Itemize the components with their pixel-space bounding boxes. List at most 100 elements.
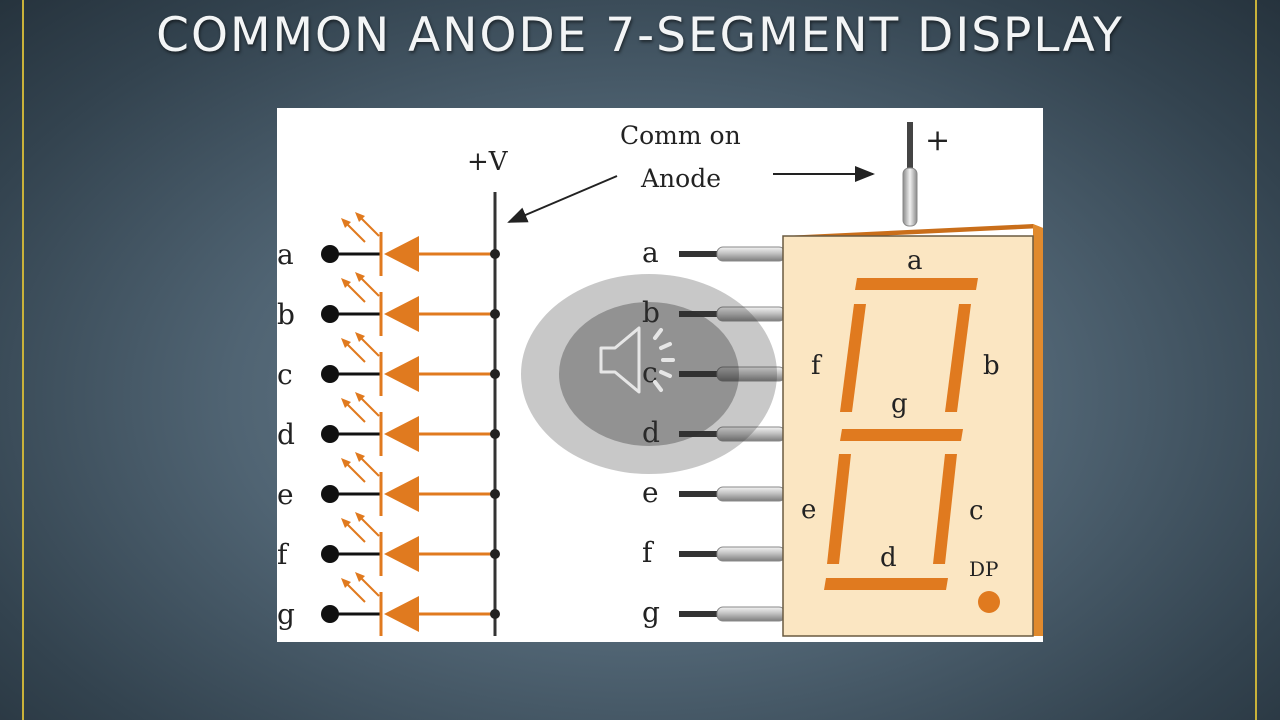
segment-f: [840, 304, 866, 412]
light-emission-arrowhead: [355, 452, 365, 462]
segment-a: [855, 278, 978, 290]
light-emission-arrowhead: [341, 278, 351, 288]
junction-dot: [490, 429, 500, 439]
display-label-b: b: [983, 351, 1000, 381]
pin-label-e: e: [642, 476, 659, 509]
led-label-e: e: [277, 478, 294, 511]
light-emission-arrow: [344, 221, 366, 243]
junction-dot: [490, 489, 500, 499]
diode-triangle: [384, 236, 419, 272]
led-label-d: d: [277, 418, 295, 451]
audio-overlay-glow-outer: [521, 274, 777, 474]
light-emission-arrowhead: [355, 512, 365, 522]
light-emission-arrow: [358, 275, 380, 297]
plus-label: +: [925, 123, 950, 158]
light-emission-arrowhead: [355, 332, 365, 342]
light-emission-arrow: [358, 575, 380, 597]
light-emission-arrow: [344, 401, 366, 423]
diode-triangle: [384, 476, 419, 512]
pin-row-b: b: [642, 296, 786, 329]
junction-dot: [490, 249, 500, 259]
light-emission-arrowhead: [341, 458, 351, 468]
light-emission-arrow: [358, 215, 380, 237]
pin-body: [716, 546, 786, 562]
led-label-b: b: [277, 298, 295, 331]
segment-d: [824, 578, 948, 590]
segment-c: [933, 454, 957, 564]
slide-title: COMMON ANODE 7-SEGMENT DISPLAY: [156, 8, 1124, 63]
pin-label-g: g: [642, 596, 660, 629]
light-emission-arrow: [358, 395, 380, 417]
pin-lead: [679, 371, 719, 377]
light-emission-arrowhead: [341, 398, 351, 408]
diode-triangle: [384, 296, 419, 332]
segment-e: [827, 454, 851, 564]
light-emission-arrowhead: [341, 338, 351, 348]
pin-body: [716, 486, 786, 502]
pin-label-d: d: [642, 416, 660, 449]
led-row-f: f: [277, 512, 500, 576]
led-row-a: a: [277, 212, 500, 276]
segment-g: [840, 429, 963, 441]
led-row-b: b: [277, 272, 500, 336]
led-label-g: g: [277, 598, 295, 631]
led-row-d: d: [277, 392, 500, 456]
display-label-g: g: [891, 389, 908, 419]
light-emission-arrow: [344, 461, 366, 483]
pin-lead: [679, 551, 719, 557]
junction-dot: [490, 369, 500, 379]
common-anode-label-line1: Comm on: [620, 121, 741, 150]
light-emission-arrowhead: [355, 572, 365, 582]
led-row-c: c: [277, 332, 500, 396]
frame-line-left: [22, 0, 24, 720]
light-emission-arrowhead: [355, 392, 365, 402]
pin-body: [716, 606, 786, 622]
diode-triangle: [384, 536, 419, 572]
diode-triangle: [384, 356, 419, 392]
light-emission-arrow: [344, 341, 366, 363]
display-label-a: a: [907, 246, 923, 276]
light-emission-arrowhead: [341, 578, 351, 588]
speaker-icon[interactable]: [595, 320, 685, 400]
pin-row-e: e: [642, 476, 786, 509]
pin-label-a: a: [642, 236, 659, 269]
common-anode-pin-lead: [907, 122, 913, 178]
junction-dot: [490, 309, 500, 319]
pin-row-g: g: [642, 596, 786, 629]
led-label-c: c: [277, 358, 293, 391]
segment-b: [945, 304, 971, 412]
pin-row-a: a: [642, 236, 786, 269]
diode-triangle: [384, 596, 419, 632]
pin-label-b: b: [642, 296, 660, 329]
pin-lead: [679, 311, 719, 317]
common-anode-pin: [902, 167, 918, 227]
display-side-edge: [1033, 224, 1043, 636]
pin-row-f: f: [642, 536, 786, 569]
pin-body: [716, 246, 786, 262]
pin-label-f: f: [642, 536, 655, 569]
callout-arrow-left: [507, 175, 618, 223]
pin-lead: [679, 491, 719, 497]
diode-triangle: [384, 416, 419, 452]
light-emission-arrow: [358, 335, 380, 357]
display-label-e: e: [801, 495, 816, 525]
light-emission-arrowhead: [341, 518, 351, 528]
light-emission-arrow: [344, 581, 366, 603]
pin-lead: [679, 251, 719, 257]
display-label-d: d: [880, 543, 897, 573]
led-label-a: a: [277, 238, 294, 271]
audio-overlay-glow-inner: [559, 302, 739, 446]
junction-dot: [490, 609, 500, 619]
light-emission-arrowhead: [341, 218, 351, 228]
decimal-point: [978, 591, 1000, 613]
frame-line-right: [1255, 0, 1257, 720]
pin-lead: [679, 431, 719, 437]
display-label-c: c: [969, 496, 984, 526]
light-emission-arrowhead: [355, 212, 365, 222]
light-emission-arrow: [344, 281, 366, 303]
light-emission-arrowhead: [355, 272, 365, 282]
light-emission-arrow: [344, 521, 366, 543]
